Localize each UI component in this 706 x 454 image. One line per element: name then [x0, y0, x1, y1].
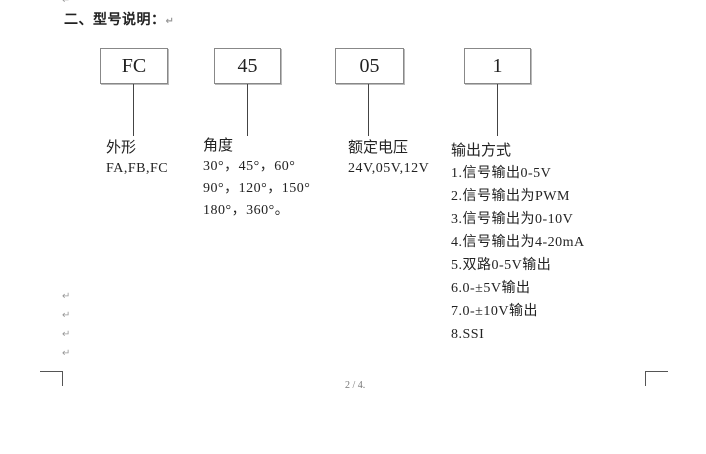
code-box-output: 1	[464, 48, 531, 84]
angle-description: 角度 30°，45°，60° 90°，120°，150° 180°，360°。	[203, 134, 310, 222]
connector-line	[247, 84, 248, 136]
code-box-text: FC	[121, 54, 147, 77]
description-title: 输出方式	[451, 141, 512, 159]
paragraph-mark: ↵	[62, 348, 71, 359]
description-line: 30°，45°，60°	[203, 159, 296, 174]
code-box-voltage: 05	[335, 48, 404, 84]
paragraph-mark: ↵	[62, 310, 71, 321]
description-line: 7.0-±10V输出	[451, 304, 538, 319]
paragraph-mark: ↵	[165, 16, 175, 27]
description-line: 4.信号输出为4-20mA	[451, 235, 585, 250]
description-title: 额定电压	[348, 138, 409, 156]
description-line: 90°，120°，150°	[203, 181, 311, 196]
heading-text: 二、型号说明：	[64, 12, 166, 28]
description-title: 角度	[203, 136, 234, 154]
voltage-description: 额定电压 24V,05V,12V	[348, 136, 429, 180]
margin-corner-mark	[645, 371, 668, 386]
code-box-shape: FC	[100, 48, 168, 84]
page-number: 2 / 4.	[345, 380, 366, 391]
description-line: 1.信号输出0-5V	[451, 166, 552, 181]
description-line: 5.双路0-5V输出	[451, 258, 552, 273]
description-line: 2.信号输出为PWM	[451, 189, 570, 204]
code-box-text: 1	[492, 54, 503, 77]
code-box-text: 05	[359, 54, 380, 77]
paragraph-mark: ↵	[62, 291, 71, 302]
margin-corner-mark	[40, 371, 63, 386]
description-line: 180°，360°。	[203, 203, 290, 218]
section-heading: 二、型号说明：↵	[64, 9, 174, 29]
connector-line	[497, 84, 498, 136]
shape-description: 外形 FA,FB,FC	[106, 136, 168, 180]
paragraph-mark: ↵	[62, 0, 71, 6]
output-description: 输出方式 1.信号输出0-5V 2.信号输出为PWM 3.信号输出为0-10V …	[451, 139, 585, 346]
description-title: 外形	[106, 138, 137, 156]
code-box-angle: 45	[214, 48, 281, 84]
description-line: 6.0-±5V输出	[451, 281, 531, 296]
connector-line	[368, 84, 369, 136]
paragraph-mark: ↵	[62, 329, 71, 340]
description-line: FA,FB,FC	[106, 161, 169, 176]
description-line: 8.SSI	[451, 327, 485, 342]
description-line: 3.信号输出为0-10V	[451, 212, 574, 227]
description-line: 24V,05V,12V	[348, 161, 430, 176]
code-box-text: 45	[237, 54, 258, 77]
connector-line	[133, 84, 134, 136]
